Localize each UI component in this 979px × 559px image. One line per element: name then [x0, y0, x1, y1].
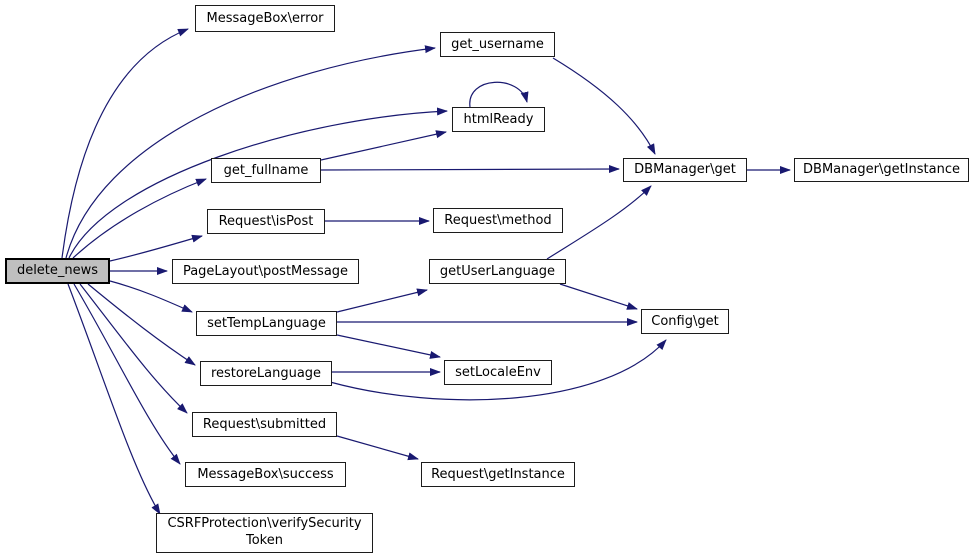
node-pagelayout-postmessage[interactable]: PageLayout\postMessage [172, 259, 359, 284]
node-delete-news: delete_news [5, 258, 110, 284]
edge-delete-news-to-settemplanguage [109, 280, 193, 313]
node-get-username[interactable]: get_username [440, 32, 555, 57]
node-dbmanager-getinstance[interactable]: DBManager\getInstance [794, 158, 969, 182]
edge-settemplanguage-to-getuserlanguage [336, 288, 428, 313]
edge-delete-news-to-get-username [65, 45, 436, 259]
node-dbmanager-get[interactable]: DBManager\get [623, 158, 747, 182]
edge-delete-news-to-request-submitted [79, 283, 188, 414]
edge-request-submitted-to-request-getinstance [336, 435, 419, 461]
node-restorelanguage[interactable]: restoreLanguage [200, 361, 332, 386]
node-request-ispost[interactable]: Request\isPost [207, 209, 325, 234]
edge-htmlready-self-loop [469, 81, 529, 108]
edge-delete-news-to-messagebox-error [61, 28, 189, 259]
node-config-get[interactable]: Config\get [641, 309, 729, 334]
node-get-fullname[interactable]: get_fullname [211, 158, 321, 183]
edge-get-fullname-to-htmlready [320, 130, 447, 161]
node-request-getinstance[interactable]: Request\getInstance [421, 462, 575, 487]
edge-delete-news-to-htmlready [68, 107, 448, 259]
edge-getuserlanguage-to-dbmanager-get [546, 185, 652, 260]
edge-get-fullname-to-dbmanager-get [320, 165, 620, 174]
edge-delete-news-to-messagebox-success [73, 283, 181, 465]
edge-get-username-to-dbmanager-get [552, 57, 656, 155]
node-getuserlanguage[interactable]: getUserLanguage [429, 259, 566, 284]
node-setlocaleenv[interactable]: setLocaleEnv [444, 360, 552, 385]
edge-delete-news-to-request-ispost [109, 234, 203, 262]
node-htmlready[interactable]: htmlReady [452, 107, 545, 132]
edge-settemplanguage-to-setlocaleenv [336, 334, 441, 359]
node-messagebox-success[interactable]: MessageBox\success [185, 462, 346, 487]
node-messagebox-error[interactable]: MessageBox\error [195, 5, 335, 32]
node-settemplanguage[interactable]: setTempLanguage [196, 311, 337, 336]
node-csrfprotection-verifysecuritytoken[interactable]: CSRFProtection\verifySecurity Token [156, 513, 373, 553]
edge-delete-news-to-csrf [67, 283, 161, 515]
node-request-submitted[interactable]: Request\submitted [192, 412, 337, 437]
node-request-method[interactable]: Request\method [433, 208, 563, 233]
edge-delete-news-to-restorelanguage [87, 283, 196, 366]
edge-delete-news-to-get-fullname [72, 178, 207, 259]
edge-restorelanguage-to-config-get [329, 339, 667, 401]
edge-getuserlanguage-to-config-get [559, 283, 638, 310]
